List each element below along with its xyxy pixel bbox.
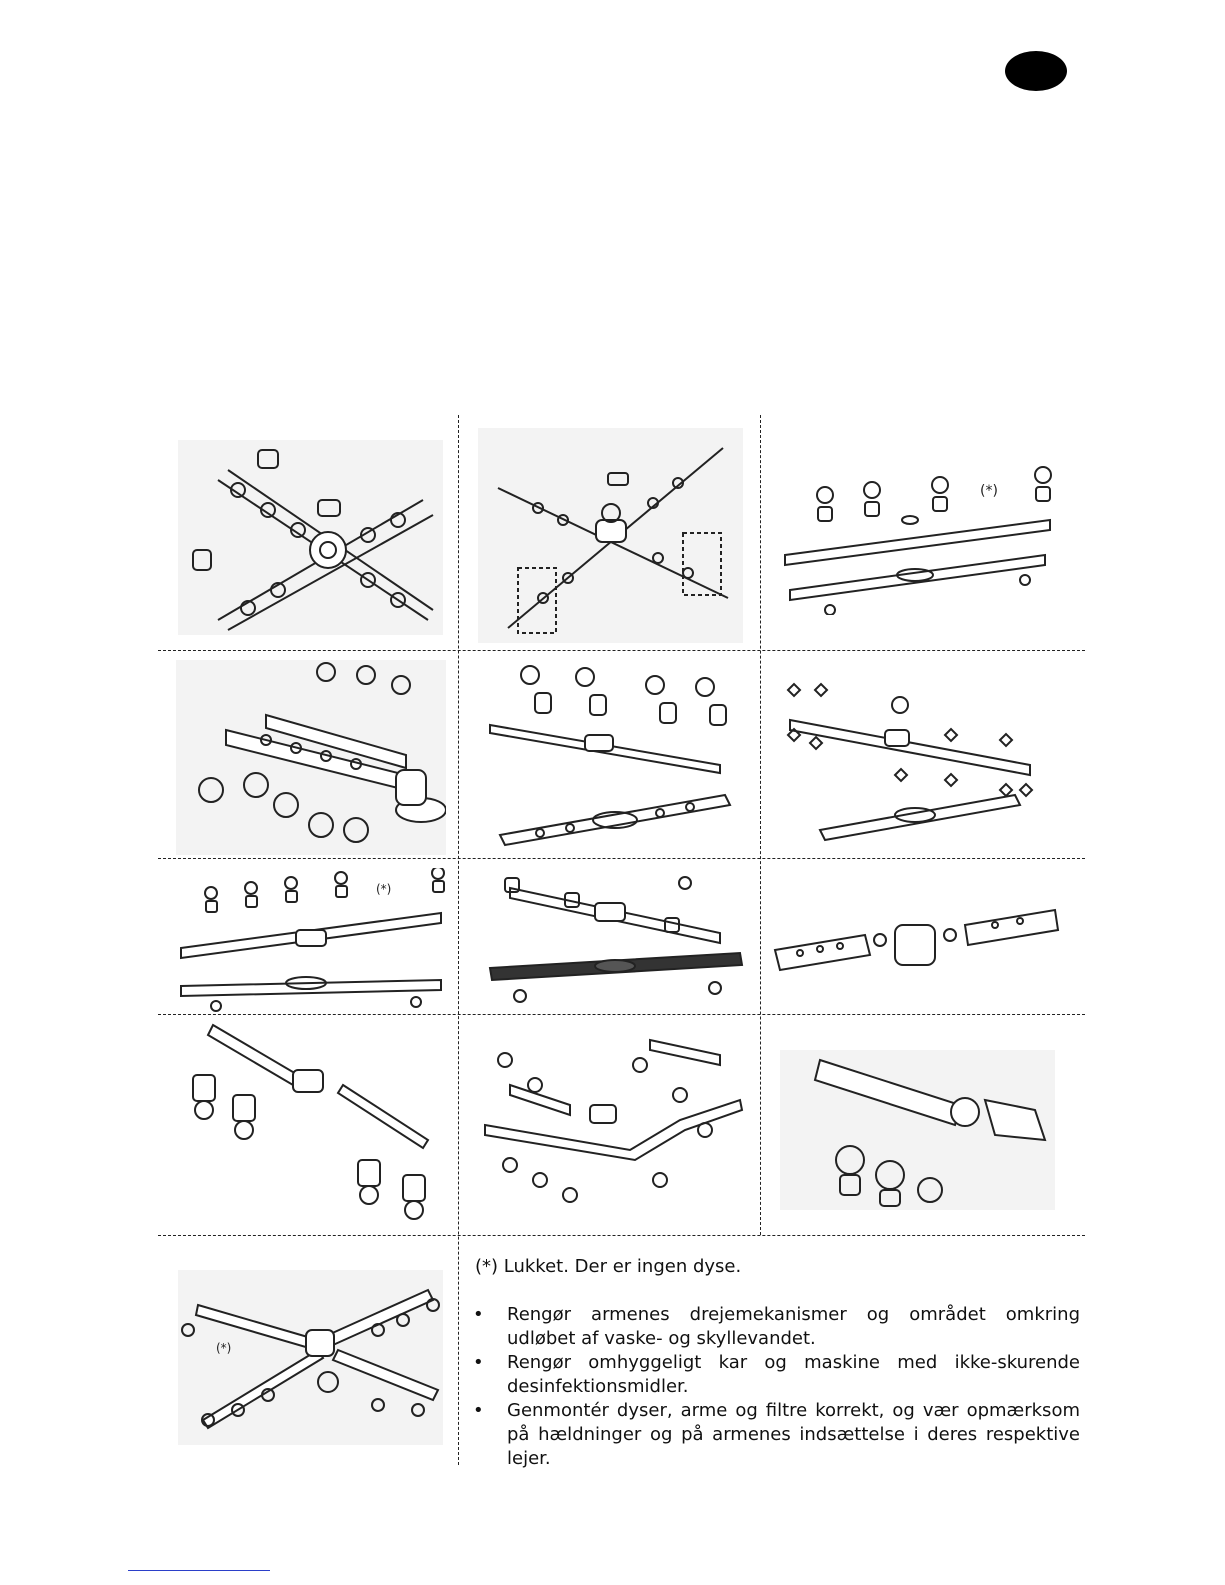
- figure-cross-arm-closed-nozzle: (*): [178, 1270, 443, 1445]
- grid-divider-h1: [158, 650, 1085, 651]
- grid-divider-v1: [458, 415, 459, 1465]
- bullet-glyph: •: [473, 1304, 484, 1325]
- cleaning-notes: (*) Lukket. Der er ingen dyse. • Rengør …: [465, 1255, 1080, 1471]
- spray-arm-figure-grid: (*): [158, 415, 1085, 1485]
- closed-marker-label: (*): [980, 483, 998, 499]
- bullet-text: Genmontér dyser, arme og filtre korrekt,…: [507, 1400, 1080, 1469]
- grid-divider-h2: [158, 858, 1085, 859]
- bullet-item: • Genmontér dyser, arme og filtre korrek…: [465, 1399, 1080, 1471]
- figure-upper-arm-closed-nozzle-2: (*): [176, 868, 446, 1013]
- figure-straight-arm-nozzles: [183, 1020, 433, 1225]
- bullet-text: Rengør armenes drejemekanismer og område…: [507, 1304, 1080, 1349]
- bullet-item: • Rengør omhyggeligt kar og maskine med …: [465, 1351, 1080, 1399]
- page-marker: [1005, 51, 1067, 91]
- bullet-glyph: •: [473, 1400, 484, 1421]
- bullet-glyph: •: [473, 1352, 484, 1373]
- bullet-item: • Rengør armenes drejemekanismer og områ…: [465, 1303, 1080, 1351]
- grid-divider-h4: [158, 1235, 1085, 1236]
- closed-marker-label-3: (*): [216, 1341, 231, 1355]
- closed-marker-label-2: (*): [376, 882, 391, 896]
- grid-divider-h3: [158, 1014, 1085, 1015]
- bullet-text: Rengør omhyggeligt kar og maskine med ik…: [507, 1352, 1080, 1397]
- figure-lower-arm-dark: [480, 868, 750, 1008]
- figure-straight-arm-three-nozzles: [780, 1050, 1055, 1210]
- cleaning-bullet-list: • Rengør armenes drejemekanismer og områ…: [465, 1303, 1080, 1471]
- figure-cross-arm-nozzles: [178, 440, 443, 635]
- figure-upper-arm-closed-nozzle: (*): [780, 465, 1060, 615]
- grid-divider-v2: [760, 415, 761, 1235]
- figure-arm-pins-exploded: [780, 665, 1050, 850]
- figure-lower-arm-angled-nozzles: [480, 665, 750, 850]
- closed-nozzle-note: (*) Lukket. Der er ingen dyse.: [475, 1256, 742, 1277]
- figure-arm-hub-exploded: [770, 895, 1060, 995]
- figure-cross-arm-exploded: [478, 428, 743, 643]
- figure-manifold-nozzles: [176, 660, 446, 855]
- figure-rack-arm-nozzles: [480, 1025, 750, 1225]
- footer-link-underline[interactable]: [128, 1570, 270, 1571]
